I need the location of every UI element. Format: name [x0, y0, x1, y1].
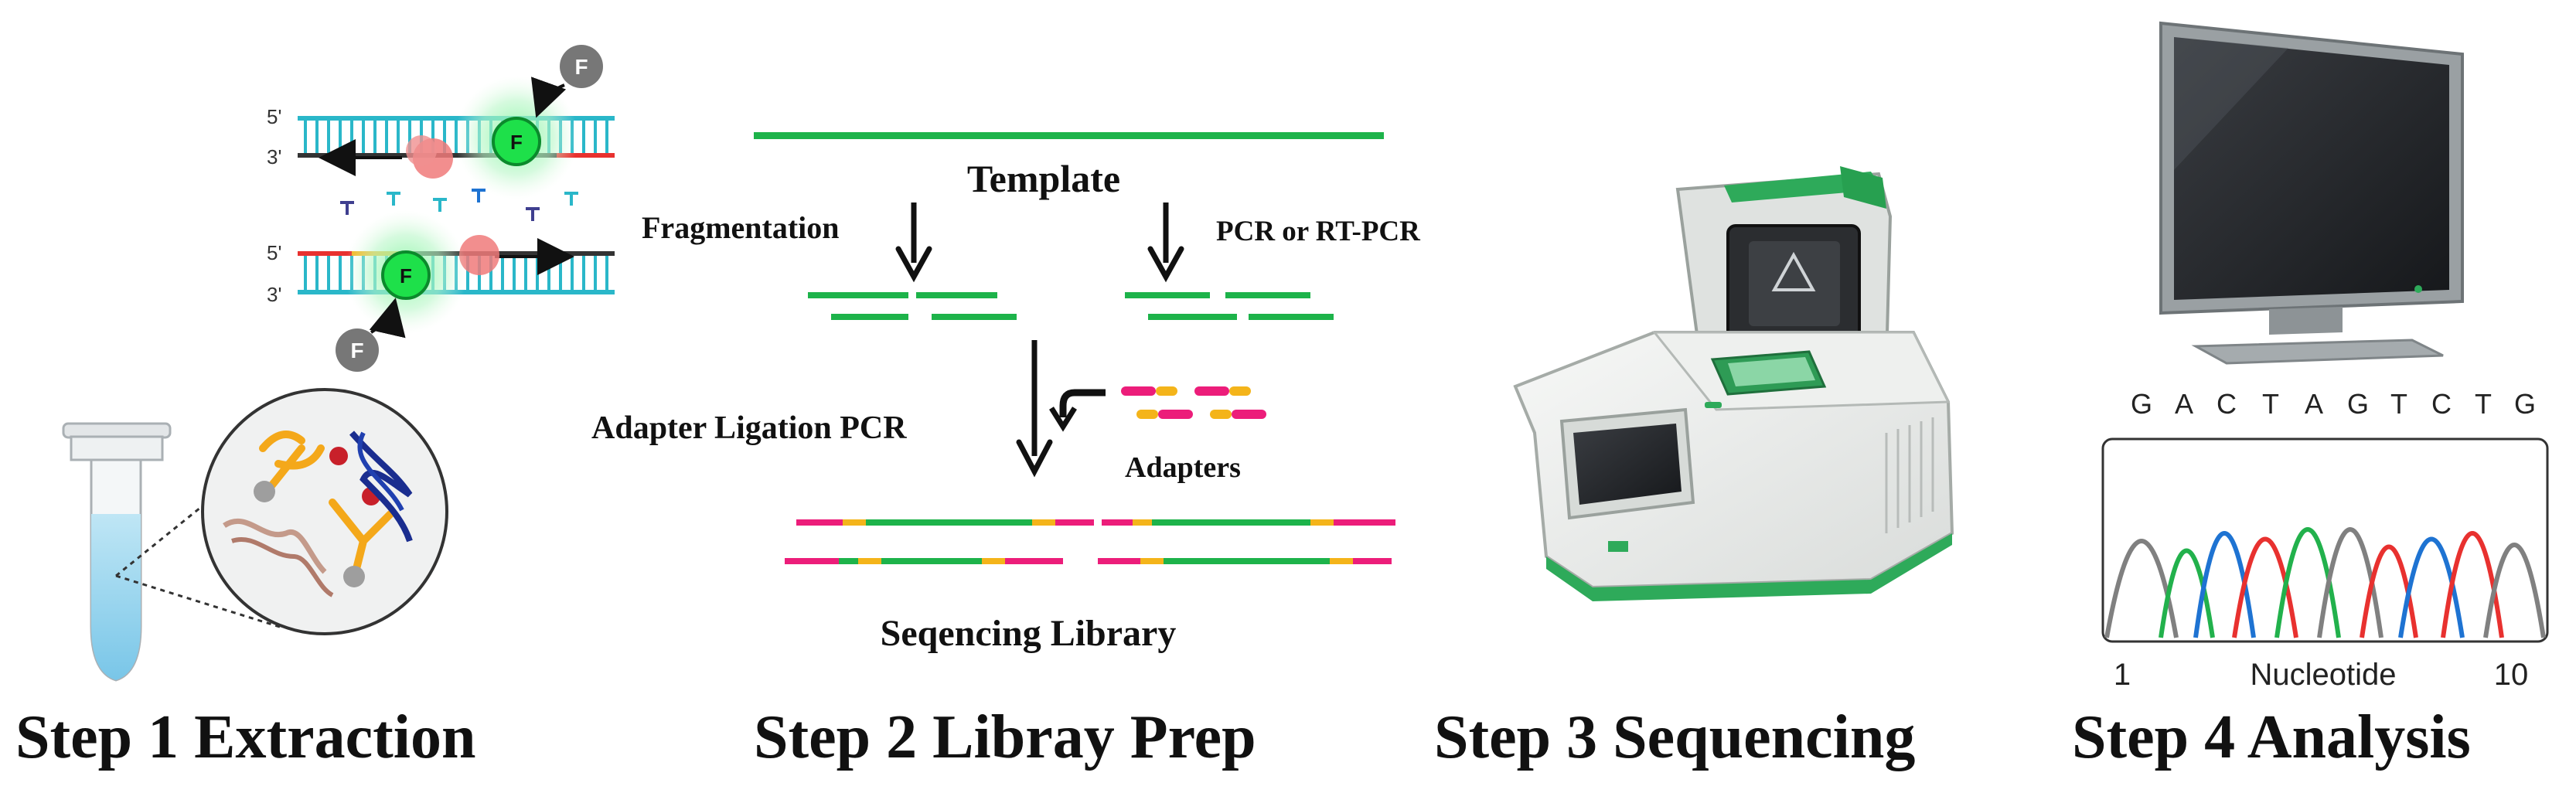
trace-peak-red	[2232, 536, 2298, 638]
pcr-label: PCR or RT-PCR	[1216, 216, 1421, 247]
zoom-circle	[201, 388, 448, 635]
adapters-label: Adapters	[1125, 451, 1241, 484]
x-axis-start: 1	[2114, 658, 2131, 692]
base-call: C	[2217, 388, 2237, 420]
free-nucleotides	[340, 189, 578, 221]
base-call: C	[2431, 388, 2452, 420]
base-call: G	[2347, 388, 2369, 420]
chromatogram	[2101, 437, 2549, 643]
base-call: G	[2131, 388, 2152, 420]
free-fluor-label-top: F	[574, 55, 588, 79]
step2-title: Step 2 Libray Prep	[754, 703, 1256, 771]
free-fluor-icon	[560, 45, 603, 88]
base-call: A	[2175, 388, 2193, 420]
step1-title: Step 1 Extraction	[15, 703, 476, 771]
fluorophore-label-top: F	[510, 131, 523, 154]
x-axis-end: 10	[2494, 658, 2529, 692]
fluorophore-icon	[492, 117, 541, 166]
base-calls: G A C T A G T C T G	[2131, 388, 2536, 420]
microtube-icon	[62, 422, 172, 682]
step3-panel: Step 3 Sequencing	[1434, 166, 1954, 771]
five-prime-label-top: 5'	[267, 105, 281, 128]
base-call: T	[2475, 388, 2492, 420]
five-prime-label-bottom: 5'	[267, 241, 281, 264]
fluorophore-label-bottom: F	[400, 264, 412, 288]
trace-peak-green-2	[2274, 527, 2341, 638]
step2-panel: Template Fragmentation PCR or RT-PCR Ada…	[591, 132, 1421, 771]
base-call: A	[2305, 388, 2323, 420]
probe-duplex-top: 5' 3' F F	[267, 45, 615, 199]
fluorophore-icon-2	[381, 250, 431, 300]
step3-title: Step 3 Sequencing	[1434, 703, 1915, 771]
adapter-ligation-label: Adapter Ligation PCR	[591, 410, 907, 446]
fragmentation-label: Fragmentation	[642, 210, 840, 245]
trace-peak-gray-3	[2483, 543, 2546, 638]
trace-peak-green	[2159, 548, 2215, 638]
zoom-guide	[115, 493, 283, 629]
template-label: Template	[967, 157, 1120, 200]
template-strand	[754, 132, 1384, 139]
free-fluor-icon-2	[336, 328, 379, 372]
trace-peak-blue	[2193, 531, 2256, 638]
probe-duplex-bottom: 5' 3' F F	[267, 210, 615, 372]
fragments-right	[1125, 292, 1334, 320]
step1-panel: 5' 3' F F	[15, 45, 615, 771]
adapters-icon	[1121, 386, 1266, 419]
three-prime-label-bottom: 3'	[267, 283, 281, 306]
monitor-icon	[2159, 21, 2464, 365]
base-call: T	[2262, 388, 2279, 420]
fragments-left	[808, 292, 1017, 320]
free-fluor-label-bottom: F	[350, 339, 363, 362]
step4-title: Step 4 Analysis	[2072, 703, 2471, 771]
three-prime-label-top: 3'	[267, 145, 281, 168]
base-call: T	[2390, 388, 2407, 420]
step4-panel: G A C T A G T C T G 1 Nucleotide 10	[2072, 21, 2549, 771]
seq-library-label: Seqencing Library	[881, 613, 1177, 654]
trace-peak-blue-2	[2398, 536, 2465, 638]
sequencing-library-strands	[785, 519, 1395, 564]
x-axis-label: Nucleotide	[2250, 658, 2396, 692]
base-call: G	[2514, 388, 2536, 420]
sequencer-machine-icon	[1513, 166, 1954, 601]
polymerase-icon-2	[459, 235, 499, 275]
